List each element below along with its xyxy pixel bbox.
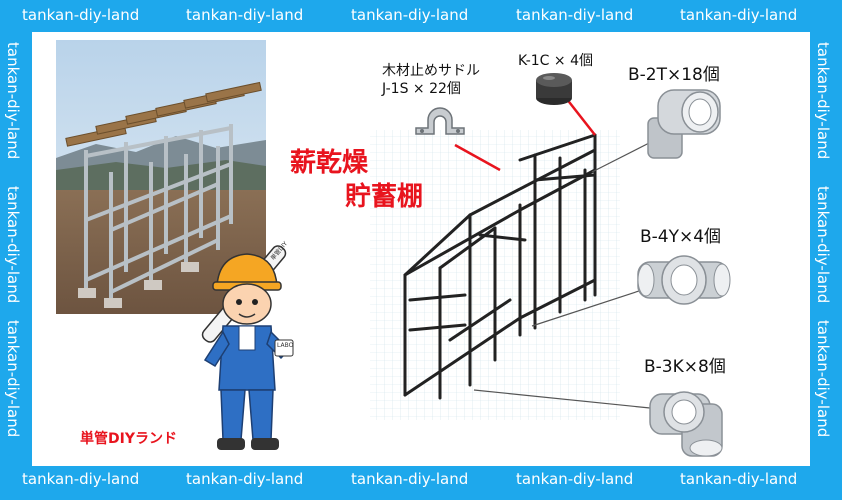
cross3-label: B-3K×8個 (644, 357, 726, 377)
watermark-top-5: tankan-diy-land (680, 6, 798, 24)
tee-fitting-icon (647, 89, 721, 159)
cross4-label: B-4Y×4個 (640, 227, 722, 247)
watermark-bottom-1: tankan-diy-land (22, 470, 140, 488)
title-line-1: 薪乾燥 (290, 148, 369, 178)
watermark-right-1: tankan-diy-land (814, 42, 832, 160)
brand-label: 単管DIYランド (80, 431, 177, 447)
cross4-fitting-icon (637, 255, 731, 305)
badge-text: LABO (277, 342, 294, 349)
watermark-top-2: tankan-diy-land (186, 6, 304, 24)
watermark-top-4: tankan-diy-land (516, 6, 634, 24)
tee-label: B-2T×18個 (628, 65, 720, 85)
title-line-2: 貯蓄棚 (345, 182, 424, 212)
saddle-label-line-1: 木材止めサドル (382, 63, 480, 79)
watermark-right-2: tankan-diy-land (814, 186, 832, 304)
leader-lines (454, 97, 596, 172)
shelf-frame (403, 133, 597, 400)
cross3-fitting-icon (649, 391, 723, 457)
watermark-bottom-4: tankan-diy-land (516, 470, 634, 488)
watermark-left-2: tankan-diy-land (4, 186, 22, 304)
cap-icon (536, 73, 572, 105)
watermark-right-3: tankan-diy-land (814, 320, 832, 438)
watermark-bottom-2: tankan-diy-land (186, 470, 304, 488)
saddle-icon (415, 107, 465, 135)
cap-label: K-1C × 4個 (518, 53, 593, 69)
watermark-bottom-3: tankan-diy-land (351, 470, 469, 488)
saddle-label-line-2: J-1S × 22個 (382, 81, 461, 97)
watermark-left-3: tankan-diy-land (4, 320, 22, 438)
watermark-bottom-5: tankan-diy-land (680, 470, 798, 488)
watermark-left-1: tankan-diy-land (4, 42, 22, 160)
fitting-leaders (473, 139, 656, 409)
watermark-top-1: tankan-diy-land (22, 6, 140, 24)
worker-character (201, 245, 294, 450)
watermark-top-3: tankan-diy-land (351, 6, 469, 24)
